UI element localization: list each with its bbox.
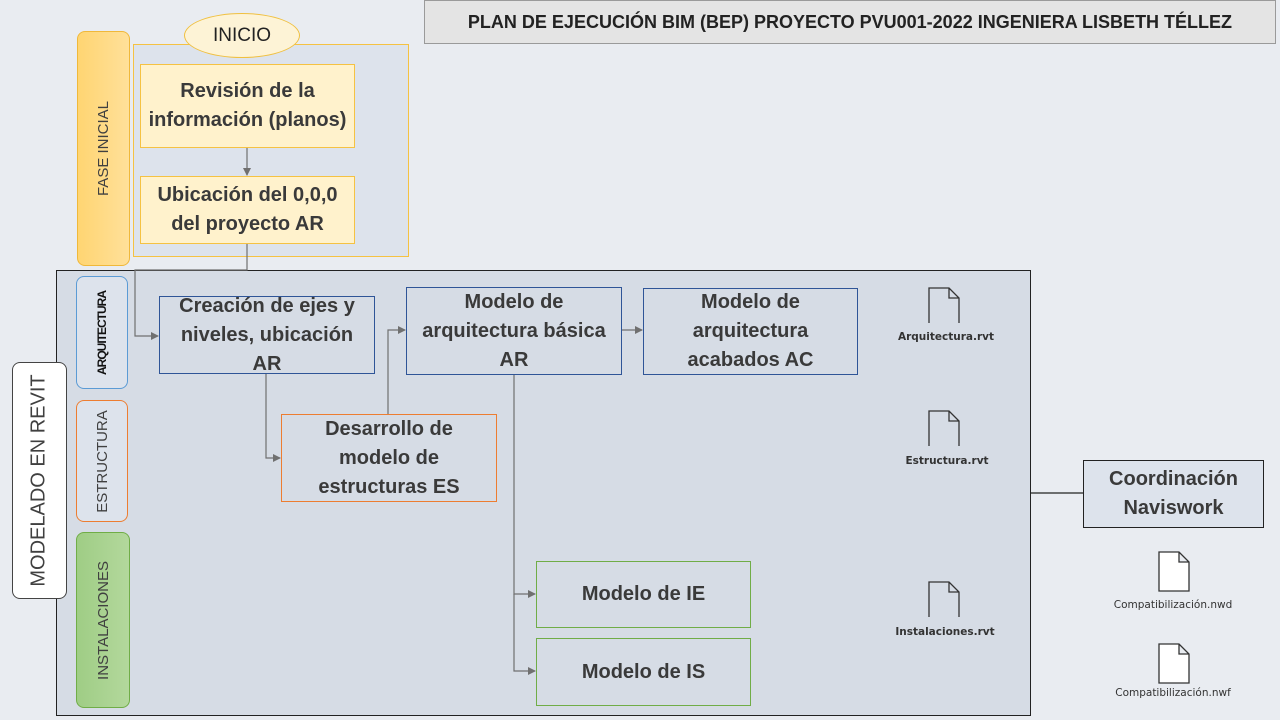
lane-architecture: ARQUITECTURA [76,276,128,389]
file-icon [1158,643,1190,684]
lane-architecture-text: ARQUITECTURA [95,290,109,375]
lane-structure-text: ESTRUCTURA [93,409,111,513]
file-icon [928,581,960,617]
file-nwd: Compatibilización.nwd [1113,599,1233,611]
step-review: Revisión de la información (planos) [140,64,355,148]
step-arch-finish: Modelo de arquitectura acabados AC [643,288,858,375]
lane-installations-text: INSTALACIONES [94,560,112,680]
file-nwf: Compatibilización.nwf [1115,687,1231,699]
initial-phase-label: FASE INICIAL [77,31,130,266]
step-arch-basic: Modelo de arquitectura básica AR [406,287,622,375]
file-estructura: Estructura.rvt [905,455,989,467]
step-grids-levels: Creación de ejes y niveles, ubicación AR [159,295,375,375]
step-ie: Modelo de IE [536,561,751,628]
file-instalaciones: Instalaciones.rvt [895,626,995,638]
step-is: Modelo de IS [536,638,751,706]
diagram-title: PLAN DE EJECUCIÓN BIM (BEP) PROYECTO PVU… [424,0,1276,44]
modeling-phase-label: MODELADO EN REVIT [12,362,67,599]
file-icon [928,287,960,323]
modeling-phase-text: MODELADO EN REVIT [28,374,51,587]
lane-installations: INSTALACIONES [76,532,130,708]
start-node: INICIO [184,13,300,58]
file-icon [928,410,960,446]
lane-structure: ESTRUCTURA [76,400,128,522]
step-coordination: Coordinación Naviswork [1083,460,1264,528]
file-arquitectura: Arquitectura.rvt [897,331,995,343]
file-icon [1158,551,1190,592]
step-origin: Ubicación del 0,0,0 del proyecto AR [140,176,355,244]
step-structure: Desarrollo de modelo de estructuras ES [281,414,497,502]
initial-phase-text: FASE INICIAL [95,100,113,197]
